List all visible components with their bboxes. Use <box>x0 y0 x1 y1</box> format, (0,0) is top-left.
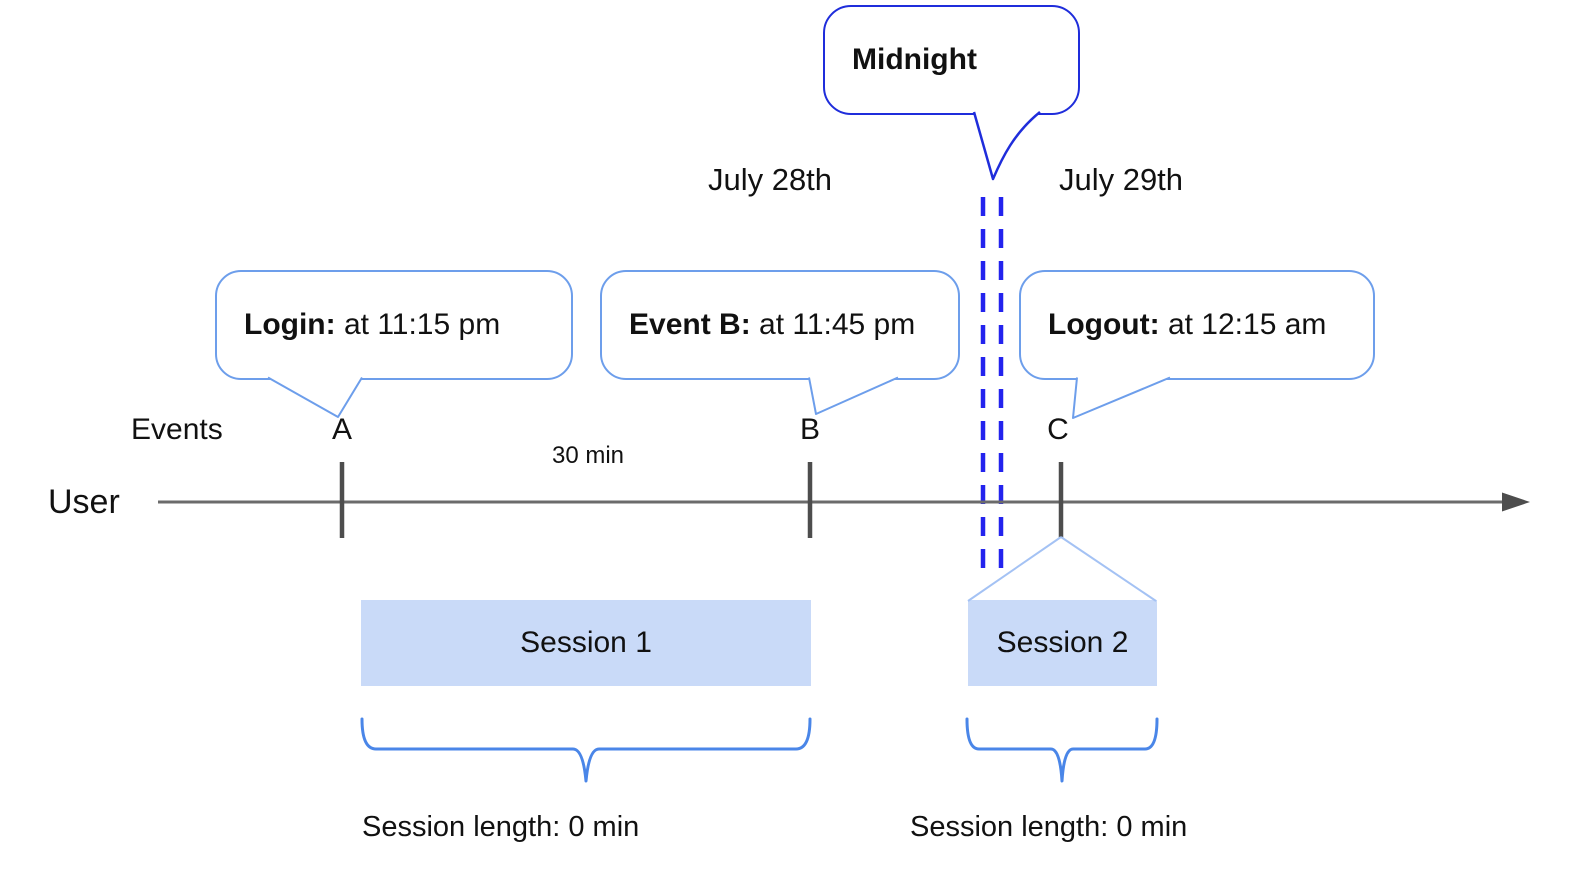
login-callout-tail <box>267 376 363 418</box>
event-marker-b: B <box>799 413 821 446</box>
login-callout: Login: at 11:15 pm <box>215 270 573 380</box>
event-b-callout: Event B: at 11:45 pm <box>600 270 960 380</box>
timeline-arrowhead <box>1502 492 1530 512</box>
session-1-box: Session 1 <box>361 600 811 686</box>
date-label-july-28: July 28th <box>707 162 833 197</box>
date-label-july-29: July 29th <box>1058 162 1184 197</box>
logout-callout-tail <box>1072 376 1171 419</box>
login-callout-time: at 11:15 pm <box>335 307 501 341</box>
midnight-label: Midnight <box>852 42 977 76</box>
midnight-callout: Midnight <box>823 5 1080 115</box>
event-b-callout-tail <box>808 376 899 415</box>
session-2-box: Session 2 <box>968 600 1157 686</box>
user-row-label: User <box>48 483 120 521</box>
session-2-length-label: Session length: 0 min <box>910 811 1188 843</box>
event-b-callout-time: at 11:45 pm <box>750 307 916 341</box>
session-2-connector <box>967 536 1157 602</box>
event-marker-c: C <box>1047 413 1069 446</box>
session-1-length-label: Session length: 0 min <box>362 811 640 843</box>
logout-callout: Logout: at 12:15 am <box>1019 270 1375 380</box>
logout-callout-title: Logout: <box>1048 307 1160 341</box>
interval-label-30min: 30 min <box>551 442 625 469</box>
session-1-brace <box>360 717 812 783</box>
session-1-label: Session 1 <box>520 626 652 659</box>
login-callout-title: Login: <box>244 307 336 341</box>
event-marker-a: A <box>331 413 353 446</box>
event-b-callout-title: Event B: <box>629 307 751 341</box>
events-row-label: Events <box>131 413 223 446</box>
midnight-callout-tail <box>972 111 1041 181</box>
session-2-label: Session 2 <box>996 626 1129 659</box>
session-2-brace <box>965 717 1159 783</box>
logout-callout-time: at 12:15 am <box>1159 307 1327 341</box>
